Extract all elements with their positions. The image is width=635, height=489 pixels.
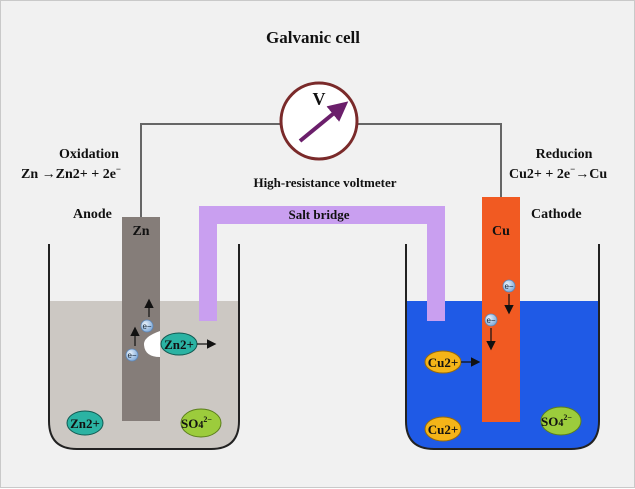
reduction-title: Reducion bbox=[536, 147, 593, 162]
voltmeter-label: High-resistance voltmeter bbox=[253, 175, 396, 190]
sulfate-ion-left-label: SO42− bbox=[181, 415, 212, 431]
zinc-ion-released-label: Zn2+ bbox=[164, 337, 194, 352]
left-wire bbox=[140, 123, 281, 219]
copper-electrode-label: Cu bbox=[492, 224, 510, 239]
diagram-title: Galvanic cell bbox=[266, 28, 360, 47]
sulfate-ion-right bbox=[540, 406, 582, 436]
zinc-ion-bottom bbox=[66, 410, 104, 436]
salt-bridge-label: Salt bridge bbox=[288, 207, 349, 222]
zinc-dissolution-pit bbox=[143, 331, 160, 357]
reduction-equation: Cu2+ + 2e−→Cu bbox=[509, 164, 607, 182]
left-beaker bbox=[48, 244, 240, 450]
sulfate-ion-right-label: SO42− bbox=[541, 413, 572, 429]
svg-text:e−: e− bbox=[127, 351, 136, 360]
sulfate-ion-left bbox=[180, 408, 222, 438]
right-beaker bbox=[405, 244, 600, 450]
copper-ion-upper-label: Cu2+ bbox=[428, 355, 459, 370]
voltmeter-needle bbox=[298, 101, 349, 143]
copper-ion-bottom-label: Cu2+ bbox=[428, 422, 459, 437]
copper-ion-bottom bbox=[424, 416, 462, 442]
cathode-label: Cathode bbox=[531, 207, 582, 222]
oxidation-equation: Zn →Zn2+ + 2e− bbox=[21, 164, 121, 182]
salt-bridge bbox=[199, 206, 445, 321]
anode-label: Anode bbox=[73, 207, 112, 222]
left-electron-lower: e− bbox=[125, 326, 140, 362]
right-electron-upper: e− bbox=[502, 279, 516, 315]
zinc-electrode-label: Zn bbox=[132, 224, 149, 239]
svg-text:e−: e− bbox=[142, 322, 151, 331]
right-wire bbox=[356, 123, 502, 197]
zinc-ion-bottom-label: Zn2+ bbox=[70, 416, 100, 431]
right-electron-lower: e− bbox=[484, 313, 498, 351]
svg-text:e−: e− bbox=[504, 282, 513, 291]
voltmeter: V bbox=[279, 81, 359, 161]
svg-text:e−: e− bbox=[486, 316, 495, 325]
left-electron-upper: e− bbox=[140, 298, 154, 333]
voltmeter-symbol: V bbox=[313, 89, 326, 109]
zinc-electrode bbox=[122, 217, 160, 421]
oxidation-title: Oxidation bbox=[59, 147, 119, 162]
